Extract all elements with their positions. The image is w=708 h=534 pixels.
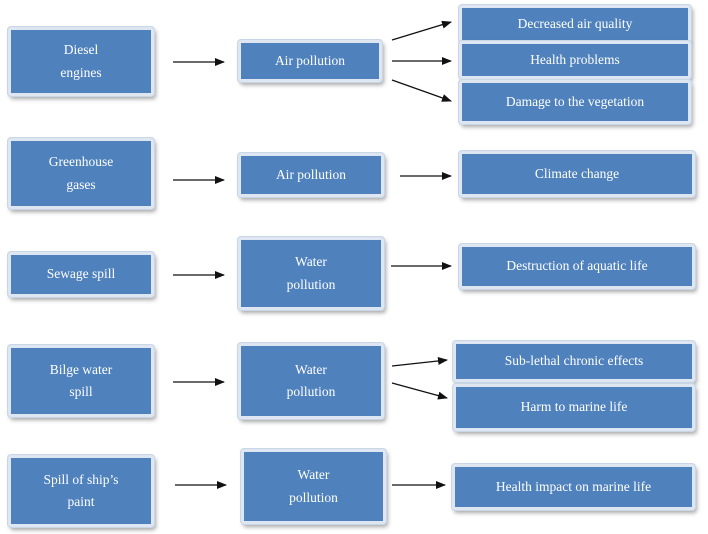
- impact-health-impact-marine: Health impact on marine life: [452, 464, 695, 510]
- arrow-water-to-sublethal: [391, 356, 448, 367]
- arrow-air-to-vegetation: [391, 79, 452, 102]
- impact-damage-vegetation: Damage to the vegetation: [459, 80, 691, 124]
- impact-harm-marine-life: Harm to marine life: [453, 384, 695, 431]
- effect-air-pollution-2: Air pollution: [238, 153, 384, 197]
- impact-health-problems: Health problems: [459, 41, 691, 79]
- effect-air-pollution-1: Air pollution: [238, 40, 382, 82]
- arrow-air-to-air-quality: [391, 20, 452, 41]
- arrow-water-to-harm: [391, 382, 448, 400]
- impact-sub-lethal-chronic: Sub-lethal chronic effects: [453, 341, 695, 382]
- source-sewage-spill: Sewage spill: [8, 252, 154, 297]
- impact-decreased-air-quality: Decreased air quality: [459, 5, 691, 43]
- impact-climate-change: Climate change: [459, 151, 695, 197]
- impact-destruction-aquatic-life: Destruction of aquatic life: [459, 244, 695, 289]
